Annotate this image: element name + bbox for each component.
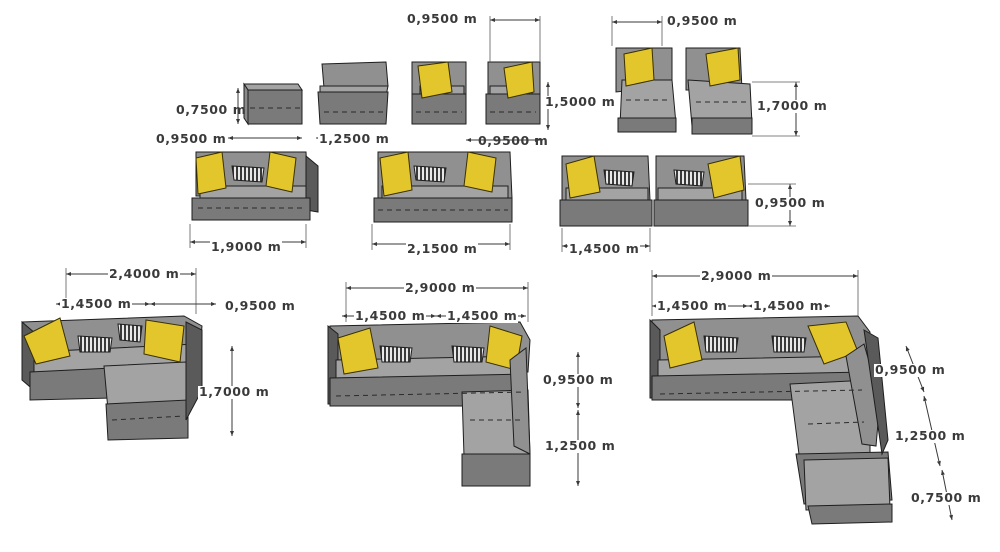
dim-label-l08: 0,9500 m xyxy=(478,133,549,148)
dim-label-l25: 0,9500 m xyxy=(874,362,947,377)
dim-label-l02: 0,9500 m xyxy=(666,13,739,28)
dim-label-l20: 0,9500 m xyxy=(542,372,615,387)
module-sofa-three-seat xyxy=(373,151,513,223)
dim-label-l12: 1,4500 m xyxy=(568,241,641,256)
module-l-sectional-large xyxy=(649,315,893,525)
dim-label-l13: 2,4000 m xyxy=(108,266,181,281)
dim-label-l26: 1,2500 m xyxy=(894,428,967,443)
module-armless-seat xyxy=(317,61,389,125)
dim-label-l11: 2,1500 m xyxy=(406,241,479,256)
dim-label-l21: 1,2500 m xyxy=(544,438,617,453)
dim-label-l04: 1,5000 m xyxy=(544,94,617,109)
dim-label-l23: 1,4500 m xyxy=(656,298,729,313)
module-sofa-two-seat xyxy=(191,151,319,221)
dim-label-l15: 0,9500 m xyxy=(224,298,297,313)
dim-label-l05: 1,7000 m xyxy=(756,98,829,113)
dim-label-l14: 1,4500 m xyxy=(60,296,133,311)
dim-label-l06: 0,9500 m xyxy=(156,131,227,146)
dim-label-l24: 1,4500 m xyxy=(752,298,825,313)
dim-label-l19: 1,4500 m xyxy=(446,308,519,323)
dim-label-l17: 2,9000 m xyxy=(404,280,477,295)
dim-label-l10: 1,9000 m xyxy=(210,239,283,254)
module-chaise-right xyxy=(685,47,753,135)
module-corner-seat-right xyxy=(485,61,541,125)
dim-label-l01: 0,9500 m xyxy=(406,11,479,26)
dim-label-l27: 0,7500 m xyxy=(910,490,983,505)
dim-label-l09: 0,9500 m xyxy=(754,195,827,210)
module-l-sectional-medium xyxy=(327,321,531,487)
module-l-sectional-small xyxy=(21,315,203,441)
module-corner-seat-left xyxy=(411,61,467,125)
dim-label-l22: 2,9000 m xyxy=(700,268,773,283)
dim-label-l18: 1,4500 m xyxy=(354,308,427,323)
module-sofa-pair xyxy=(559,155,749,227)
dim-label-l16: 1,7000 m xyxy=(198,384,271,399)
dim-label-l03: 0,7500 m xyxy=(176,102,247,117)
module-ottoman xyxy=(243,82,303,126)
dim-label-l07: 1,2500 m xyxy=(318,131,391,146)
module-chaise-left xyxy=(615,47,677,133)
